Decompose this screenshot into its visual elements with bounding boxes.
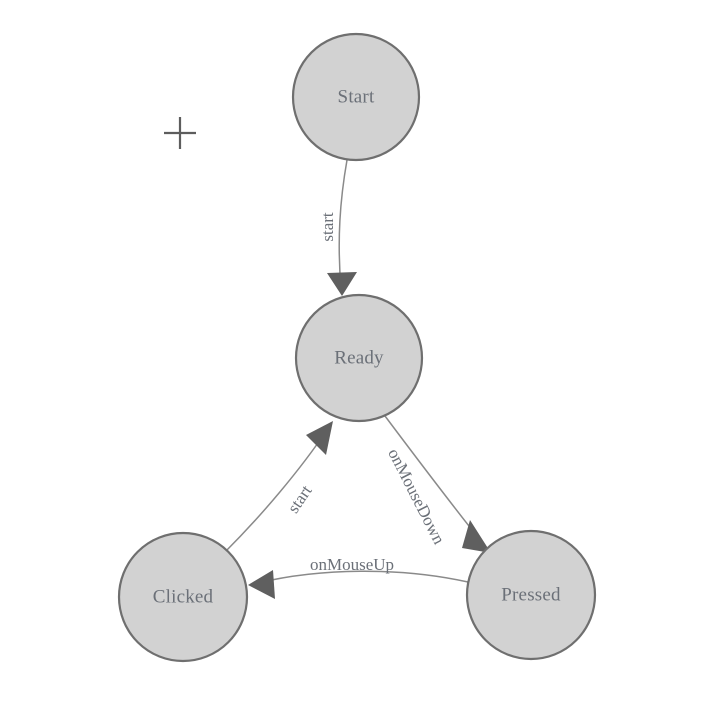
node-start[interactable]: Start xyxy=(291,32,421,162)
edge-path-pressed-to-clicked xyxy=(257,570,469,584)
edge-path-start-to-ready xyxy=(338,159,348,289)
edge-ready-to-pressed[interactable]: onMouseDown xyxy=(384,415,491,553)
arrowhead-ready-to-pressed xyxy=(462,520,491,553)
edge-clicked-to-ready[interactable]: start xyxy=(225,421,333,552)
node-circle-clicked[interactable] xyxy=(117,531,249,663)
edge-pressed-to-clicked[interactable]: onMouseUp xyxy=(248,555,469,599)
node-ready[interactable]: Ready xyxy=(294,293,424,423)
edge-label-clicked-to-ready: start xyxy=(284,481,316,516)
arrowhead-start-to-ready xyxy=(327,272,357,296)
node-circle-ready[interactable] xyxy=(294,293,424,423)
node-label-start: Start xyxy=(338,86,375,107)
node-circle-pressed[interactable] xyxy=(465,529,597,661)
arrowhead-clicked-to-ready xyxy=(306,421,333,455)
arrowhead-pressed-to-clicked xyxy=(248,570,275,599)
node-circle-start[interactable] xyxy=(291,32,421,162)
edge-label-pressed-to-clicked: onMouseUp xyxy=(310,555,394,574)
crosshair-marker xyxy=(164,117,196,149)
node-label-ready: Ready xyxy=(334,347,384,368)
edge-label-ready-to-pressed: onMouseDown xyxy=(384,445,449,547)
edge-label-start-to-ready: start xyxy=(318,212,337,242)
node-pressed[interactable]: Pressed xyxy=(465,529,597,661)
edge-start-to-ready[interactable]: start xyxy=(318,159,357,296)
node-clicked[interactable]: Clicked xyxy=(117,531,249,663)
node-label-clicked: Clicked xyxy=(153,586,214,607)
node-label-pressed: Pressed xyxy=(501,584,561,605)
